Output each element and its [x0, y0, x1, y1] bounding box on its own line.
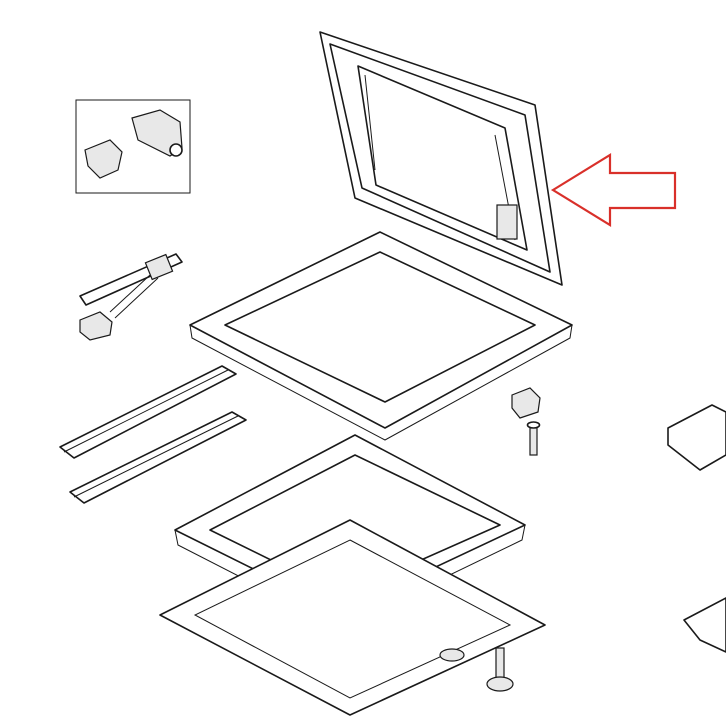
- seal-strip-upper: [59, 365, 237, 459]
- roof-vent-lid: [319, 31, 563, 286]
- highlight-arrow: [550, 153, 677, 227]
- mounting-clip: [511, 387, 541, 419]
- screw: [526, 421, 541, 456]
- interior-frame: [159, 519, 546, 716]
- lid-hinge-bracket: [496, 204, 518, 240]
- seal-strip-lower: [69, 411, 247, 504]
- inset-detail-box: [75, 99, 191, 194]
- partial-part-right-lower: [683, 597, 726, 653]
- upper-frame: [189, 231, 573, 441]
- crank-knob: [486, 647, 514, 692]
- crank-handle: [79, 253, 183, 341]
- partial-part-right-upper: [667, 404, 726, 471]
